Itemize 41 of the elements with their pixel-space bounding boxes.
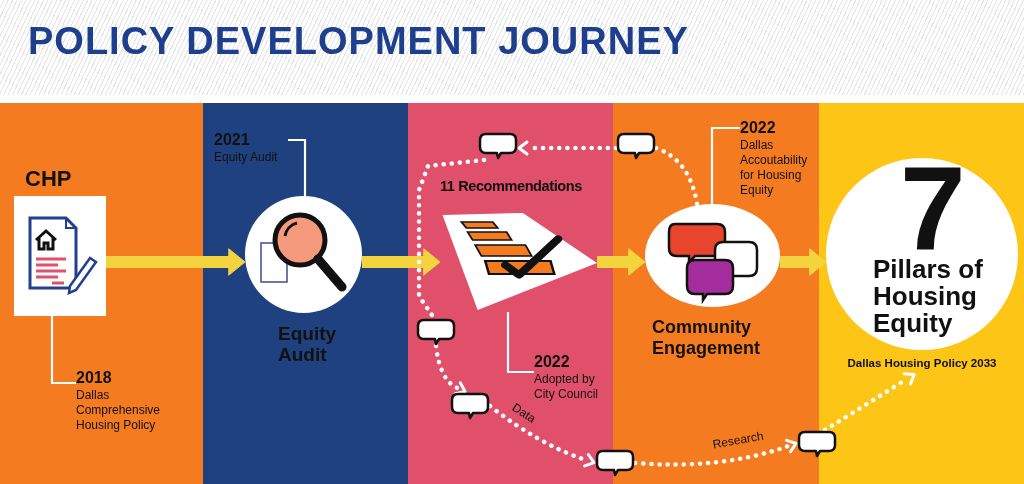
- band-panel: [203, 103, 408, 484]
- node-title: Pillars of Housing Equity: [873, 256, 984, 337]
- node-title: Community Engagement: [652, 317, 762, 359]
- description-text: Adopted by City Council: [534, 372, 600, 402]
- dotted-arrow: [632, 438, 798, 467]
- leader-line: [288, 138, 307, 196]
- band-panel: [0, 103, 203, 484]
- description-text: Dallas Accoutability for Housing Equity: [740, 138, 809, 198]
- node-title: 11 Recommendations: [440, 177, 582, 196]
- speech-bubble-icon: [416, 318, 456, 346]
- year-label: 2022: [534, 352, 571, 372]
- speech-bubble-icon: [450, 392, 490, 420]
- node-title: Equity Audit: [278, 323, 338, 365]
- leader-line: [506, 312, 534, 374]
- chevron-arrow: [597, 248, 646, 276]
- dotted-arrow: [822, 372, 916, 433]
- chevron-arrow: [106, 248, 246, 276]
- band-panel: [613, 103, 819, 484]
- chevron-arrow: [362, 248, 441, 276]
- description-text: Equity Audit: [214, 150, 279, 165]
- year-label: 2022: [740, 118, 777, 138]
- caption-text: Dallas Housing Policy 2033: [846, 356, 998, 370]
- speech-bubble-icon: [595, 449, 635, 477]
- dotted-arrow: [433, 343, 467, 396]
- speech-bubble-icon: [478, 132, 518, 160]
- node-title: CHP: [25, 166, 72, 192]
- year-label: 2021: [214, 130, 251, 150]
- band-panel: [819, 103, 1024, 484]
- chevron-arrow: [780, 248, 827, 276]
- year-label: 2018: [76, 368, 113, 388]
- speech-bubble-icon: [616, 132, 656, 160]
- page-title: POLICY DEVELOPMENT JOURNEY: [28, 21, 689, 61]
- big-number: 7: [900, 158, 966, 258]
- description-text: Dallas Comprehensive Housing Policy: [76, 388, 162, 433]
- band-panel: [408, 103, 613, 484]
- speech-bubble-icon: [797, 430, 837, 458]
- dotted-line: [653, 145, 700, 207]
- dotted-arrow: [517, 140, 619, 156]
- dotted-arrow: [487, 403, 596, 468]
- leader-line: [710, 126, 740, 204]
- leader-line: [50, 316, 76, 385]
